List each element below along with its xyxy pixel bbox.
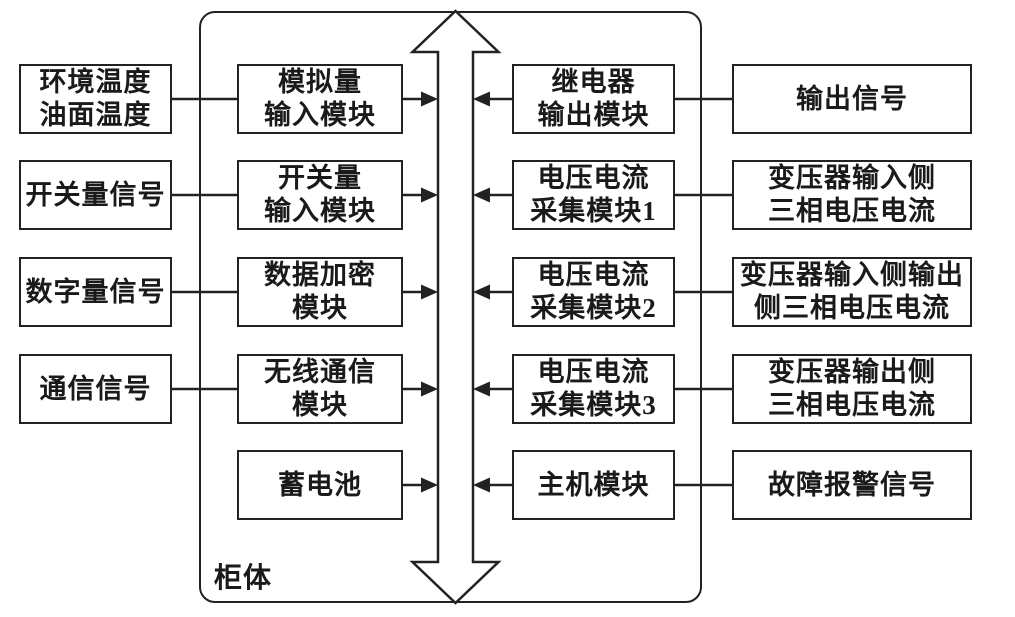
box-output-signal: 输出信号 — [732, 64, 972, 134]
arrowhead-right-icon — [421, 284, 438, 300]
arrowhead-right-icon — [421, 381, 438, 397]
arrowhead-left-icon — [473, 91, 490, 107]
box-host-module: 主机模块 — [512, 450, 675, 520]
arrowhead-right-icon — [421, 91, 438, 107]
box-switch-input-module: 开关量 输入模块 — [237, 160, 403, 230]
box-voltage-current-collect-2: 电压电流 采集模块2 — [512, 257, 675, 327]
box-battery: 蓄电池 — [237, 450, 403, 520]
box-voltage-current-collect-1: 电压电流 采集模块1 — [512, 160, 675, 230]
box-fault-alarm-signal: 故障报警信号 — [732, 450, 972, 520]
box-analog-input-module: 模拟量 输入模块 — [237, 64, 403, 134]
box-data-encryption-module: 数据加密 模块 — [237, 257, 403, 327]
arrowhead-left-icon — [473, 381, 490, 397]
cabinet-label: 柜体 — [214, 563, 273, 594]
box-transformer-io-side-vc: 变压器输入侧输出 侧三相电压电流 — [732, 257, 972, 327]
box-voltage-current-collect-3: 电压电流 采集模块3 — [512, 354, 675, 424]
arrowhead-left-icon — [473, 284, 490, 300]
box-relay-output-module: 继电器 输出模块 — [512, 64, 675, 134]
box-comm-signal: 通信信号 — [19, 354, 172, 424]
bus-double-arrow-icon — [409, 9, 502, 605]
box-switch-signal: 开关量信号 — [19, 160, 172, 230]
arrowhead-left-icon — [473, 187, 490, 203]
box-transformer-output-side-vc: 变压器输出侧 三相电压电流 — [732, 354, 972, 424]
box-transformer-input-side-vc: 变压器输入侧 三相电压电流 — [732, 160, 972, 230]
arrowhead-right-icon — [421, 477, 438, 493]
arrowhead-right-icon — [421, 187, 438, 203]
arrowhead-left-icon — [473, 477, 490, 493]
box-wireless-comm-module: 无线通信 模块 — [237, 354, 403, 424]
box-digital-signal: 数字量信号 — [19, 257, 172, 327]
box-ambient-oil-temp: 环境温度 油面温度 — [19, 64, 172, 134]
